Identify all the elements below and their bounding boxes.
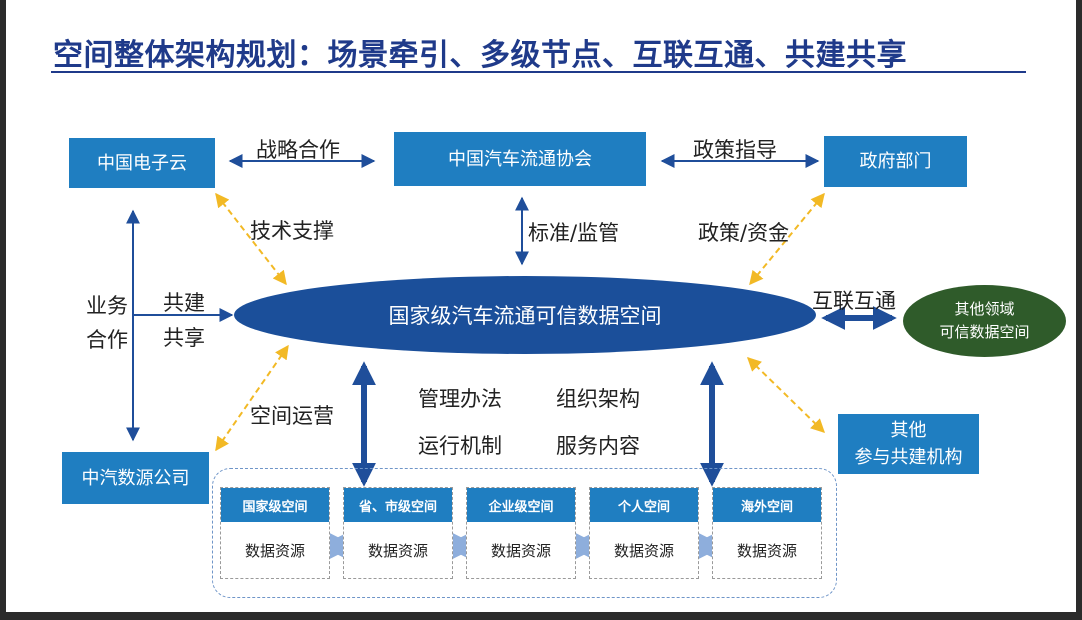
label-business-2: 合作 [86,328,128,352]
subspace-body: 数据资源 [367,541,428,560]
label-tech: 技术支撑 [250,219,334,243]
node-other-orgs-line1: 其他 [890,420,927,441]
subspace-body: 数据资源 [736,541,797,560]
subspace-container [212,468,837,598]
node-other-orgs: 其他 参与共建机构 [838,414,979,474]
node-other-orgs-line2: 参与共建机构 [854,447,963,468]
subspace-body: 数据资源 [244,541,305,560]
node-national-data-space: 国家级汽车流通可信数据空间 [234,276,816,354]
node-other-domain: 其他领域 可信数据空间 [903,285,1066,357]
label-cobuild-1: 共建 [163,291,205,315]
page-title: 空间整体架构规划：场景牵引、多级节点、互联互通、共建共享 [53,38,907,73]
subspace-enterprise: 企业级空间 数据资源 [466,487,576,579]
label-strategy: 战略合作 [256,138,340,162]
subspace-head: 个人空间 [590,488,698,522]
subspace-personal: 个人空间 数据资源 [589,487,699,579]
subspace-overseas: 海外空间 数据资源 [712,487,822,579]
arrow-ops [215,344,289,452]
label-cobuild-2: 共享 [163,326,205,350]
node-government: 政府部门 [824,136,967,187]
label-policy-fund: 政策/资金 [698,221,790,245]
arrow-other-org [746,357,826,433]
label-organization: 组织架构 [556,387,640,411]
label-operating-mechanism: 运行机制 [418,434,502,458]
subspace-province-city: 省、市级空间 数据资源 [343,487,453,579]
slide: 空间整体架构规划：场景牵引、多级节点、互联互通、共建共享 [6,0,1076,612]
node-auto-circulation-association: 中国汽车流通协会 [394,132,646,186]
label-management-rules: 管理办法 [418,387,502,411]
subspace-head: 国家级空间 [221,488,329,522]
node-other-domain-line2: 可信数据空间 [939,323,1030,341]
subspace-body: 数据资源 [613,541,674,560]
label-service-content: 服务内容 [556,434,640,458]
label-policy-guide: 政策指导 [693,138,777,162]
title-underline [51,71,1026,73]
label-business-1: 业务 [86,294,128,318]
node-zhongqi-data: 中汽数源公司 [62,452,209,504]
subspace-head: 企业级空间 [467,488,575,522]
label-ops: 空间运营 [250,404,334,428]
subspace-head: 省、市级空间 [344,488,452,522]
label-interconnect: 互联互通 [812,289,896,313]
subspace-head: 海外空间 [713,488,821,522]
label-standard: 标准/监管 [528,221,620,245]
node-china-electronic-cloud: 中国电子云 [69,138,215,188]
subspace-body: 数据资源 [490,541,551,560]
subspace-national: 国家级空间 数据资源 [220,487,330,579]
arrow-tech [215,192,287,286]
node-other-domain-line1: 其他领域 [954,299,1015,318]
